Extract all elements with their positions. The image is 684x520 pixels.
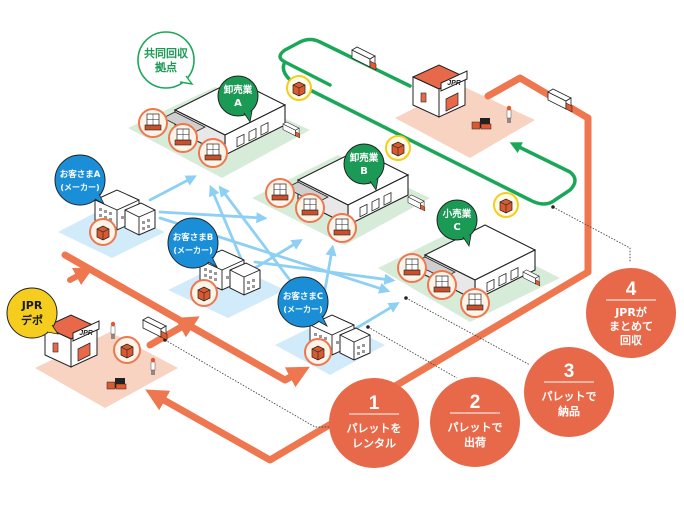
pallet-stack-icon — [138, 108, 168, 138]
collection-box-icon — [493, 192, 519, 218]
truck-orange-route — [547, 88, 573, 113]
pallet-stack-icon — [168, 123, 198, 153]
bubble-label: お客さまC — [283, 291, 323, 302]
step-number: 1 — [369, 393, 380, 414]
leader-step-2 — [367, 326, 458, 379]
bubble-label: A — [234, 98, 242, 109]
route-collection-loop — [278, 37, 577, 206]
bubble-jpr-depot: JPR デポ — [6, 287, 59, 339]
jpr-depot-building: JPR — [44, 314, 100, 368]
step-label: まとめて — [609, 320, 653, 333]
pallet-stack-icon — [198, 138, 228, 168]
pallet-stack-icon — [460, 288, 490, 318]
step-label: 出荷 — [464, 435, 486, 449]
green-route — [278, 37, 577, 206]
pallet-stack-icon — [295, 193, 325, 223]
step-4: 4 JPRが まとめて 回収 — [586, 268, 676, 358]
jpr-hub-building: JPR — [412, 64, 468, 118]
pallet-box-icon — [89, 218, 117, 246]
bubble-wholesaler-b: 卸売業 B — [343, 143, 385, 192]
pallet-stack-icon — [265, 178, 295, 208]
step-label: パレットで — [542, 390, 597, 403]
truck-depot — [142, 316, 168, 341]
bubble-label: 共同回収 — [144, 46, 189, 60]
bubble-label: デポ — [21, 313, 43, 327]
arrow-b-to-wholesaler-a — [209, 184, 247, 270]
collection-box-icon — [286, 75, 312, 101]
bubble-label: お客さまB — [173, 232, 213, 243]
orange-route — [61, 74, 592, 464]
arrow-a-to-wholesaler-b — [158, 210, 268, 224]
step-label: JPRが — [614, 305, 647, 319]
step-label: 納品 — [558, 404, 580, 418]
pallet-box-icon — [304, 338, 332, 366]
pallet-stack-icon — [327, 213, 357, 243]
step-label: 回収 — [620, 333, 643, 347]
pallet-stack-icon — [427, 270, 457, 300]
bubble-label: 拠点 — [155, 60, 177, 74]
bubble-label: (メーカー) — [283, 305, 322, 314]
route-return-to-depot — [145, 114, 592, 464]
step-2: 2 パレットで 出荷 — [430, 377, 520, 467]
step-number: 4 — [626, 279, 637, 300]
bubble-label: JPR — [21, 299, 43, 312]
jpr-sign: JPR — [447, 80, 461, 87]
bubble-label: B — [360, 166, 368, 177]
step-number: 3 — [564, 361, 575, 382]
route-customer-a-to-c — [61, 251, 310, 388]
truck-green-route — [351, 46, 377, 71]
bubble-label: (メーカー) — [173, 246, 212, 255]
bubble-label: (メーカー) — [60, 183, 99, 192]
collection-box-icon — [385, 135, 411, 161]
pad-customer-b — [168, 262, 285, 318]
leader-step-3 — [405, 297, 531, 366]
bubble-customer-b: お客さまB (メーカー) — [167, 217, 219, 269]
bubble-label: 卸売業 — [350, 152, 379, 164]
bubble-label: 小売業 — [442, 208, 472, 220]
bubble-joint-collection: 共同回収 拠点 — [137, 31, 195, 89]
step-label: パレットで — [448, 421, 503, 434]
leader-lines — [163, 205, 631, 428]
leader-step-1 — [164, 339, 335, 428]
step-3: 3 パレットで 納品 — [524, 347, 614, 437]
bubble-customer-a: お客さまA (メーカー) — [54, 154, 106, 206]
bubble-label: 卸売業 — [224, 84, 253, 96]
route-to-customer-a — [67, 267, 94, 285]
bubble-label: お客さまA — [60, 169, 101, 180]
jpr-sign: JPR — [79, 330, 93, 337]
bubble-retailer-c: 小売業 C — [436, 199, 478, 248]
step-label: パレットを — [347, 422, 402, 435]
arrow-a-to-wholesaler-a — [148, 175, 197, 202]
step-label: レンタル — [352, 437, 396, 450]
step-number: 2 — [470, 392, 481, 413]
pallet-stack-icon — [397, 253, 427, 283]
step-1: 1 パレットを レンタル — [329, 378, 419, 468]
pallet-box-icon — [113, 336, 141, 364]
pallet-box-icon — [190, 279, 218, 307]
arrow-b-to-retailer-c — [253, 260, 396, 285]
bubble-customer-c: お客さまC (メーカー) — [277, 276, 329, 328]
leader-step-4 — [552, 206, 631, 262]
bubble-label: C — [453, 222, 460, 233]
bubble-wholesaler-a: 卸売業 A — [217, 75, 259, 124]
